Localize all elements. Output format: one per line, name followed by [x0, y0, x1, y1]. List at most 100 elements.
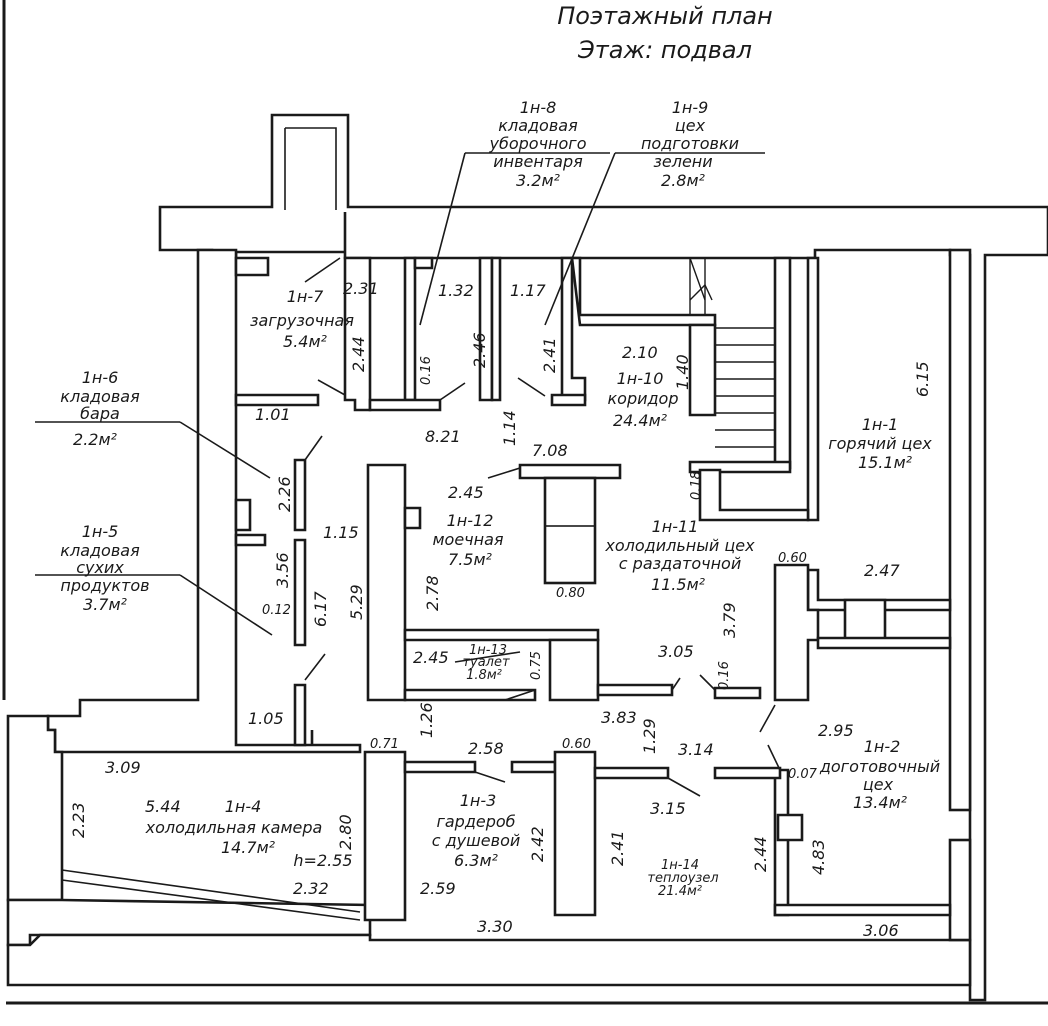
room-name: моечная [432, 530, 503, 549]
dimension-label: 2.95 [818, 721, 854, 740]
door-swings [304, 257, 781, 797]
leader-line-r8 [419, 152, 466, 326]
dimension-label: 3.79 [720, 602, 739, 638]
room-number: 1н-11 [652, 517, 699, 536]
toilet-bottom-wall [403, 688, 537, 702]
lower-west-wall [293, 683, 307, 747]
dimension-label: 1.14 [500, 410, 519, 446]
room-name: инвентаря [493, 152, 583, 171]
washroom-west-wall [366, 463, 407, 702]
door-swing [439, 382, 466, 401]
wardrobe-east-wall [553, 750, 597, 917]
dimension-label: 2.45 [448, 483, 484, 502]
dimension-label: 1.15 [323, 523, 359, 542]
wardrobe-top-wall [403, 760, 477, 774]
room-number: 1н-4 [225, 797, 262, 816]
door-swing [671, 677, 681, 691]
room-name: горячий цех [828, 434, 932, 453]
dimension-label: 7.08 [532, 441, 568, 460]
door-swing [304, 257, 341, 283]
room-1н-8-label: 1н-8 кладовая уборочного инвентаря 3.2м² [489, 98, 587, 190]
toilet-strike-line [454, 651, 521, 663]
door-swing [767, 744, 781, 771]
wardrobe-top-wall-right [510, 760, 557, 774]
loading-room-south-wall [234, 393, 320, 407]
dimension-label: 2.47 [864, 561, 900, 580]
room-1н-13-label: 1н-13 туалет 1.8м² [462, 643, 510, 683]
dimension-label: 3.56 [273, 552, 292, 588]
room-name: цех [675, 116, 706, 135]
room-1н-12-label: 1н-12 моечная 7.5м² [432, 511, 503, 569]
room-area: 3.2м² [516, 171, 561, 190]
storage-8-west-wall [403, 256, 417, 402]
bar-storage-partition [234, 533, 267, 547]
dimension-label: 3.14 [678, 740, 714, 759]
stair-arrow-icon [689, 283, 713, 301]
room-height: h=2.55 [293, 851, 352, 870]
door-swing [304, 653, 326, 681]
room-number: 1н-14 [661, 858, 699, 873]
loading-room-east-wall [343, 256, 372, 412]
door-swing [699, 674, 716, 691]
storage-8-top-stub [413, 256, 434, 270]
east-outer-wall [948, 248, 972, 812]
room-number: 1н-8 [520, 98, 557, 117]
room-name: сухих [76, 558, 124, 577]
southwest-outer-wall [6, 714, 64, 902]
dimension-label: 2.58 [468, 739, 504, 758]
dimension-label: 1.05 [248, 709, 284, 728]
room-1н-3-label: 1н-3 гардероб с душевой 6.3м² [432, 791, 521, 870]
dogotovochny-door-stub [713, 686, 762, 700]
hot-kitchen-door-jamb [843, 598, 887, 642]
dimension-label: 0.71 [370, 737, 399, 752]
room-name: с раздаточной [619, 554, 741, 573]
room-area: 14.7м² [221, 838, 276, 857]
plan-title: Поэтажный план [557, 2, 773, 30]
toilet-block [548, 638, 600, 702]
dimension-label: 2.23 [69, 802, 88, 838]
dimension-label: 2.42 [528, 826, 547, 862]
dimension-label: 2.26 [275, 476, 294, 512]
corridor-upper-partition [570, 256, 717, 327]
chimney-shaft [284, 127, 337, 210]
dimension-label: 1.32 [438, 281, 474, 300]
door-swing [517, 377, 546, 397]
room-name: зелени [653, 152, 712, 171]
hot-kitchen-wall [806, 256, 820, 522]
dimension-label: 2.32 [293, 879, 329, 898]
hot-kitchen-corner [698, 468, 810, 522]
room-name: гардероб [436, 812, 515, 831]
room-number: 1н-13 [469, 643, 507, 658]
washroom-ledge [403, 506, 422, 530]
room-number: 1н-7 [287, 287, 324, 306]
dimension-label: 6.15 [913, 361, 932, 397]
dimension-label: 2.78 [423, 575, 442, 611]
dogotovochny-door-wall [713, 766, 782, 780]
room-number: 1н-1 [862, 415, 899, 434]
east-outer-wall-lower [948, 838, 972, 942]
room-1н-7-label: 1н-7 загрузочная 5.4м² [250, 287, 354, 351]
dogotovochny-niche [776, 813, 804, 842]
room-name: холодильная камера [145, 818, 323, 837]
dimension-label: 1.26 [417, 702, 436, 738]
dimension-label: 2.41 [608, 830, 627, 866]
dimension-label: 2.59 [420, 879, 456, 898]
dimension-label: 0.18 [689, 471, 704, 500]
floor-label: Этаж: подвал [577, 36, 752, 64]
dimension-label: 2.80 [336, 814, 355, 850]
stair-step [689, 257, 706, 301]
room-1н-4-label: 1н-4 холодильная камера 14.7м² h=2.55 [145, 797, 353, 870]
leader-line-r9 [544, 152, 616, 326]
room-number: 1н-3 [460, 791, 497, 810]
dogotovochny-west-wall [773, 768, 790, 917]
room-name: кладовая [60, 387, 140, 406]
room-number: 1н-5 [82, 522, 119, 541]
dimension-label: 5.29 [347, 584, 366, 620]
room-area: 21.4м² [658, 884, 702, 899]
dimension-label: 4.83 [809, 839, 828, 875]
dimension-label: 0.75 [529, 651, 544, 680]
west-outer-wall [46, 248, 362, 754]
dimension-label: 0.80 [556, 586, 585, 601]
room-name: доготовочный [819, 757, 940, 776]
corridor-stair-wall [688, 323, 717, 417]
